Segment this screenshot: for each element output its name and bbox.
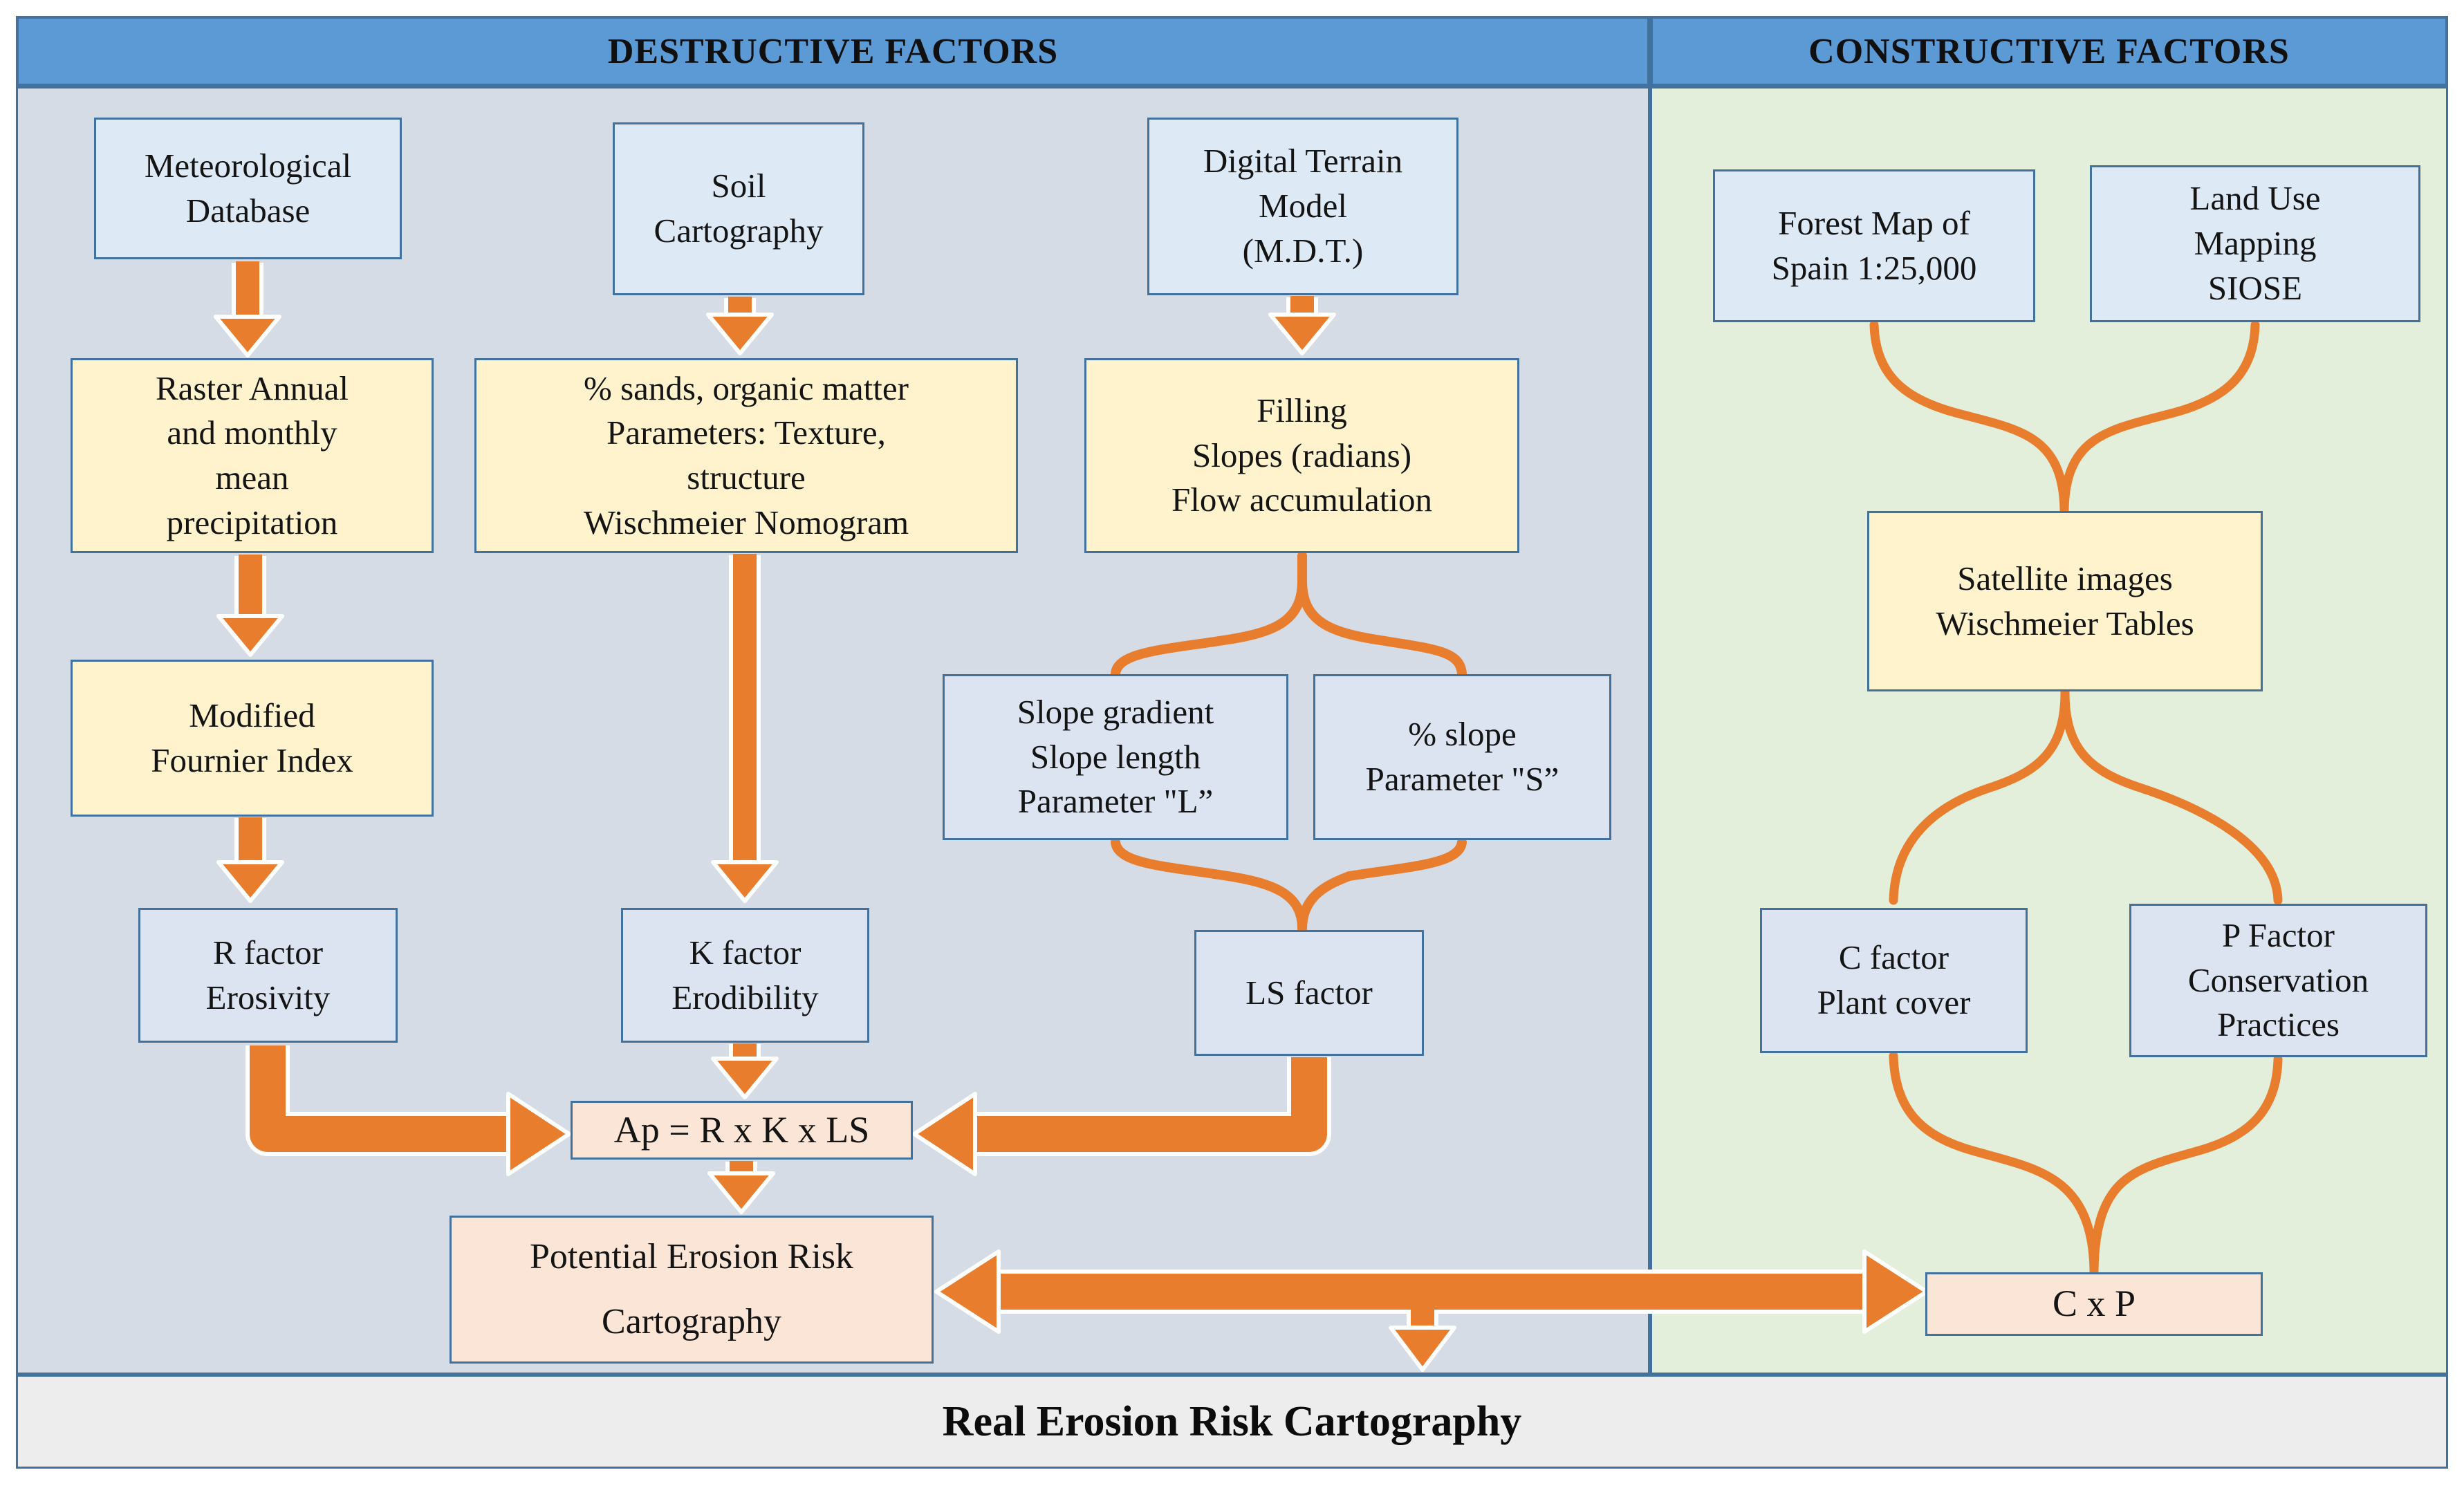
node-raster-precipitation: Raster Annual and monthly mean precipita… — [71, 358, 434, 553]
node-ap-formula: Ap = R x K x LS — [571, 1101, 913, 1160]
node-potential-erosion-risk: Potential Erosion Risk Cartography — [450, 1216, 934, 1364]
node-k-factor-erodibility: K factor Erodibility — [621, 908, 869, 1043]
node-modified-fournier-index: Modified Fournier Index — [71, 660, 434, 817]
node-forest-map-spain: Forest Map of Spain 1:25,000 — [1713, 169, 2035, 322]
node-ls-factor: LS factor — [1194, 930, 1424, 1056]
node-cxp: C x P — [1925, 1272, 2263, 1336]
header-destructive-label: DESTRUCTIVE FACTORS — [607, 31, 1059, 71]
footer-real-erosion-risk: Real Erosion Risk Cartography — [16, 1375, 2448, 1469]
node-land-use-mapping-siose: Land Use Mapping SIOSE — [2090, 165, 2420, 322]
header-destructive-factors: DESTRUCTIVE FACTORS — [16, 16, 1650, 86]
node-sands-parameters-nomogram: % sands, organic matter Parameters: Text… — [474, 358, 1018, 553]
node-slope-parameter-s: % slope Parameter "S” — [1313, 674, 1611, 840]
node-filling-slopes-flow: Filling Slopes (radians) Flow accumulati… — [1084, 358, 1519, 553]
footer-label: Real Erosion Risk Cartography — [942, 1397, 1522, 1445]
header-constructive-factors: CONSTRUCTIVE FACTORS — [1650, 16, 2448, 86]
node-c-factor-plant-cover: C factor Plant cover — [1760, 908, 2028, 1053]
node-r-factor-erosivity: R factor Erosivity — [138, 908, 398, 1043]
node-digital-terrain-model: Digital Terrain Model (M.D.T.) — [1147, 118, 1458, 295]
node-soil-cartography: Soil Cartography — [613, 122, 864, 295]
node-meteorological-database: Meteorological Database — [94, 118, 402, 259]
node-slope-parameter-l: Slope gradient Slope length Parameter "L… — [943, 674, 1288, 840]
node-p-factor-conservation: P Factor Conservation Practices — [2129, 904, 2427, 1057]
header-constructive-label: CONSTRUCTIVE FACTORS — [1808, 31, 2290, 71]
node-satellite-images-wischmeier-tables: Satellite images Wischmeier Tables — [1867, 511, 2263, 691]
